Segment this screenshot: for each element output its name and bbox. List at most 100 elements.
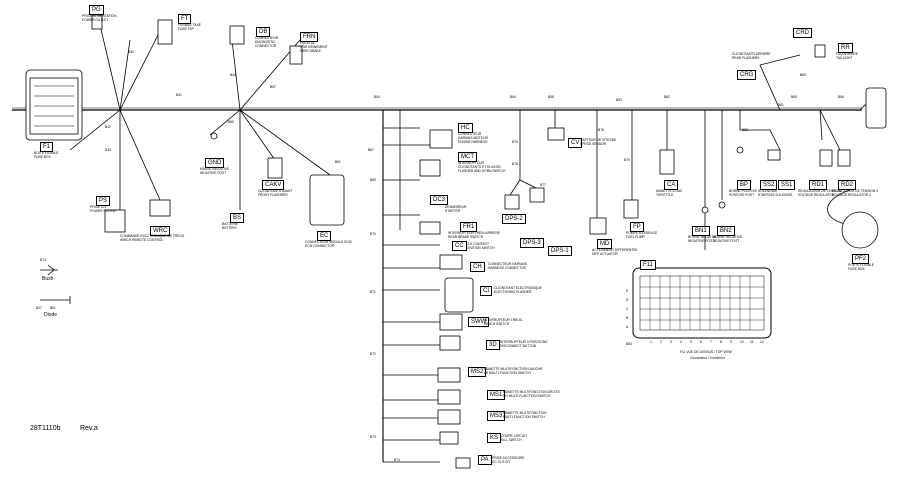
fuse-row-d: D xyxy=(626,298,629,302)
tag-cv: CV xyxy=(568,138,583,148)
tag-db: DB xyxy=(256,27,271,37)
tag-cakv: CAKV xyxy=(262,180,285,190)
desc-ms3: MANETTE MULTIFONCTION MULTI-FUNCTION SWI… xyxy=(503,411,547,419)
desc-fr1: INTERRUPTEUR FREIN ARRIERE REAR BRAKE SW… xyxy=(448,231,501,239)
tag-dps2: DPS-2 xyxy=(502,214,526,224)
connector-dps1 xyxy=(529,187,545,203)
tag-bs: BS xyxy=(230,213,245,223)
wire-label: B60 xyxy=(228,120,234,124)
wire-label: B58 xyxy=(548,95,554,99)
connector-ci xyxy=(444,277,474,313)
fuse-box-f11-grid xyxy=(639,275,765,331)
drop-branches xyxy=(383,127,440,463)
connector-taillight xyxy=(865,87,887,129)
desc-cv: CAPTEUR DE VITESSE SPEED SENSOR xyxy=(580,138,617,146)
desc-dc3: DEMARREUR STARTER xyxy=(445,205,467,213)
tag-dps3: DPS-3 xyxy=(520,238,544,248)
desc-bn1: BORNE NEGATIVE NEGATIVE POST xyxy=(688,235,718,243)
fuse-box-f1-inner xyxy=(29,77,79,135)
desc-md: ACTIONNEUR DIFFERENTIEL DIFF ACTUATOR xyxy=(592,248,639,256)
tag-hc: HC xyxy=(458,123,473,133)
fuse-col-4: 4 xyxy=(680,340,682,344)
tag-f1: F1 xyxy=(40,142,54,152)
tag-fr1: FR1 xyxy=(460,222,478,232)
tag-bp: BP xyxy=(737,180,752,190)
desc-ss2: SOLENOIDE STARTING SOLENOID xyxy=(758,189,793,197)
desc-bs: BATTERIE BATTERY xyxy=(222,222,238,230)
connector-sww xyxy=(439,313,463,331)
tag-ps: PS xyxy=(96,196,111,206)
wire-label: B75 xyxy=(512,140,518,144)
tag-fp: FP xyxy=(630,222,644,232)
tag-bn2: BN2 xyxy=(717,226,735,236)
rear-branches xyxy=(759,54,841,151)
wire-label: B66 xyxy=(838,95,844,99)
wire-label: B70 xyxy=(370,232,376,236)
desc-gnd: MASSE NEGATIVE NEGATIVE POST xyxy=(200,167,229,175)
fuse-col-5: 5 xyxy=(690,340,692,344)
legend-bush-label: Bush xyxy=(42,276,54,282)
connector-fr1 xyxy=(419,221,441,235)
legend-symbols xyxy=(40,264,71,304)
tag-md: MD xyxy=(597,239,613,249)
regulator-loop xyxy=(827,189,851,226)
tag-ms3: MS3 xyxy=(487,411,506,421)
desc-pa: PRISE ACCESSOIRE DC OUTLET xyxy=(492,456,525,464)
tag-frn: FRN xyxy=(300,32,319,42)
connector-ms3 xyxy=(437,409,461,425)
desc-ks: COUPE-CIRCUIT KILL SWITCH xyxy=(501,434,528,442)
fuse-col-2: 2 xyxy=(660,340,662,344)
tag-rr: RR xyxy=(838,43,853,53)
wire-label: B77 xyxy=(540,183,546,187)
wire-label: B64 xyxy=(510,95,516,99)
connector-md xyxy=(589,217,607,235)
tag-ec: EC xyxy=(317,231,332,241)
fuse-row-c: C xyxy=(626,307,629,311)
connector-hc xyxy=(429,129,453,149)
fuse-col-1: 1 xyxy=(650,340,652,344)
diode-symbol xyxy=(40,296,71,304)
wire-label: B78 xyxy=(598,128,604,132)
fuse-col-8: 8 xyxy=(720,340,722,344)
legend-diode-ref-1: B27 xyxy=(36,306,42,310)
tag-mct: MCT xyxy=(458,152,477,162)
fuse-box-f11 xyxy=(632,267,772,339)
connector-dps2 xyxy=(504,194,520,210)
tag-ch: CH xyxy=(470,262,485,272)
tag-rd1: RD1 xyxy=(809,180,828,190)
tag-ss2: SS2 xyxy=(760,180,778,190)
fuse-box-f1 xyxy=(25,69,83,141)
connector-ft xyxy=(157,19,173,45)
fuse-box-caption: F11 VUE DE DESSUS / TOP VIEW xyxy=(680,350,732,354)
tag-ft: FT xyxy=(178,14,192,24)
tag-ms1: MS1 xyxy=(487,390,506,400)
tag-gnd: GND xyxy=(205,158,225,168)
connector-ms1 xyxy=(437,389,461,405)
desc-wrc: COMMANDE ELECTRONIQUE DE TREUIL WINCH RE… xyxy=(120,234,185,242)
fuse-row-e: E xyxy=(626,289,629,293)
dps-branch xyxy=(509,110,541,196)
connector-pa xyxy=(455,457,471,469)
connector-rd2 xyxy=(837,149,851,167)
tag-bn1: BN1 xyxy=(692,226,710,236)
legend-node-label: B73 xyxy=(40,258,46,262)
desc-crg: CLIGNOTANTS ARRIERE REAR FLASHERS xyxy=(732,52,771,60)
wire-label: B71 xyxy=(370,290,376,294)
desc-bp: BORNE POSITIVE POSITIVE POST xyxy=(729,189,757,197)
part-code: 28T1110b xyxy=(30,425,61,432)
tag-pg: PG xyxy=(89,5,104,15)
tag-ss1: SS1 xyxy=(778,180,796,190)
tag-pf2: PF2 xyxy=(852,254,870,264)
tag-dc3: DC3 xyxy=(430,195,449,205)
desc-ci: CLIGNOTANT ELECTRONIQUE ELECTRONIC FLASH… xyxy=(494,286,542,294)
tag-wrc: WRC xyxy=(150,226,171,236)
connector-ks xyxy=(439,431,459,445)
wire-label: B41 xyxy=(176,93,182,97)
tag-crd: CRD xyxy=(793,28,812,38)
connector-mct xyxy=(419,159,441,177)
connector-gnd xyxy=(210,132,218,140)
tag-rd2: RD2 xyxy=(838,180,857,190)
wire-label: B72 xyxy=(370,352,376,356)
wire-label: B80 xyxy=(800,73,806,77)
